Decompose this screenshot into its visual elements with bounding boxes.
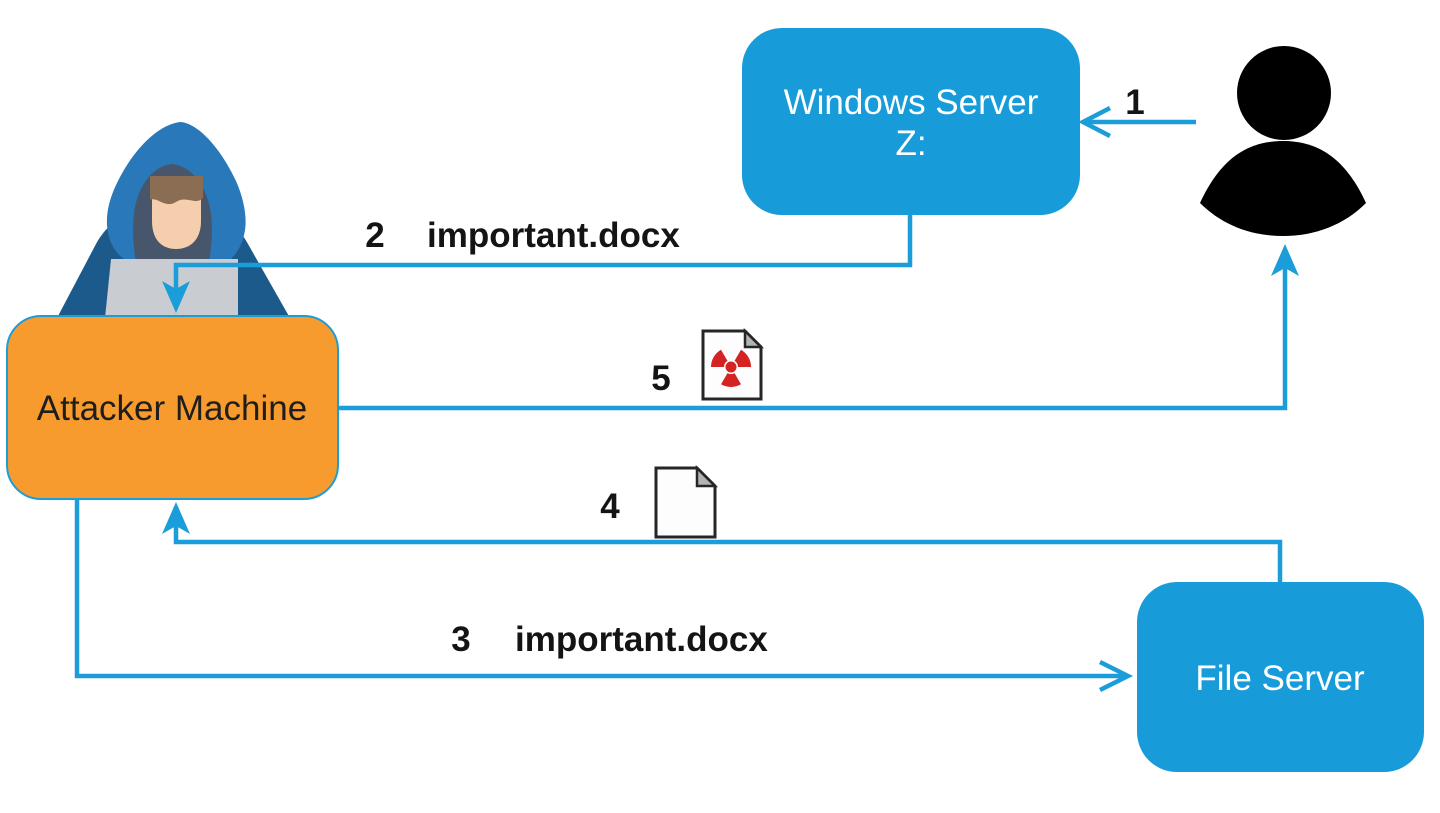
attacker-hair	[150, 176, 203, 205]
flow-2-filename: important.docx	[427, 216, 680, 255]
flow-3-line	[74, 499, 1124, 679]
flow-arrow-1	[1078, 106, 1196, 138]
flow-arrow-3	[74, 499, 1134, 693]
flow-3-arrowhead	[1098, 659, 1134, 693]
radioactive-document-icon	[701, 327, 765, 401]
flow-4-line	[173, 526, 1283, 582]
user-shoulders	[1200, 141, 1366, 236]
flow-2-number: 2	[365, 216, 384, 255]
radiation-wedge-bottom	[721, 373, 741, 387]
attacker-machine-node: Attacker Machine	[6, 315, 339, 500]
flow-5-arrowhead	[1271, 244, 1299, 276]
flow-1-number: 1	[1125, 83, 1144, 122]
user-silhouette-icon	[1200, 46, 1366, 236]
file-server-node: File Server	[1137, 582, 1424, 772]
flow-2-line	[173, 214, 913, 289]
windows-server-box	[742, 28, 1080, 215]
user-head	[1237, 46, 1331, 140]
flow-4-arrowhead	[162, 502, 190, 534]
radiation-wedge-top-right	[734, 349, 751, 367]
windows-server-node: Windows Server Z:	[742, 28, 1080, 215]
flow-arrow-2	[162, 214, 913, 313]
flow-3-number: 3	[451, 620, 470, 659]
flow-4-number: 4	[600, 487, 620, 526]
flow-5-number: 5	[651, 359, 670, 398]
flow-1-arrowhead	[1078, 106, 1112, 138]
flow-2-arrowhead	[162, 281, 190, 313]
windows-server-label-line1: Windows Server	[784, 83, 1039, 122]
flow-arrow-5	[339, 244, 1299, 411]
radiation-wedge-top-left	[711, 349, 728, 367]
flow-arrow-4	[162, 502, 1283, 582]
file-server-box	[1137, 582, 1424, 772]
blank-document-icon	[654, 464, 719, 539]
radioactive-document-fold	[743, 327, 765, 349]
flow-3-filename: important.docx	[515, 620, 768, 659]
windows-server-label-line2: Z:	[895, 124, 926, 163]
blank-document-fold	[695, 464, 719, 488]
attacker-machine-box	[6, 315, 339, 500]
flow-5-line	[339, 268, 1288, 411]
file-server-label: File Server	[1195, 659, 1365, 698]
radiation-center-dot	[725, 361, 737, 373]
attacker-machine-label: Attacker Machine	[37, 389, 307, 428]
radiation-symbol	[711, 349, 751, 387]
hooded-attacker-icon	[57, 122, 290, 318]
